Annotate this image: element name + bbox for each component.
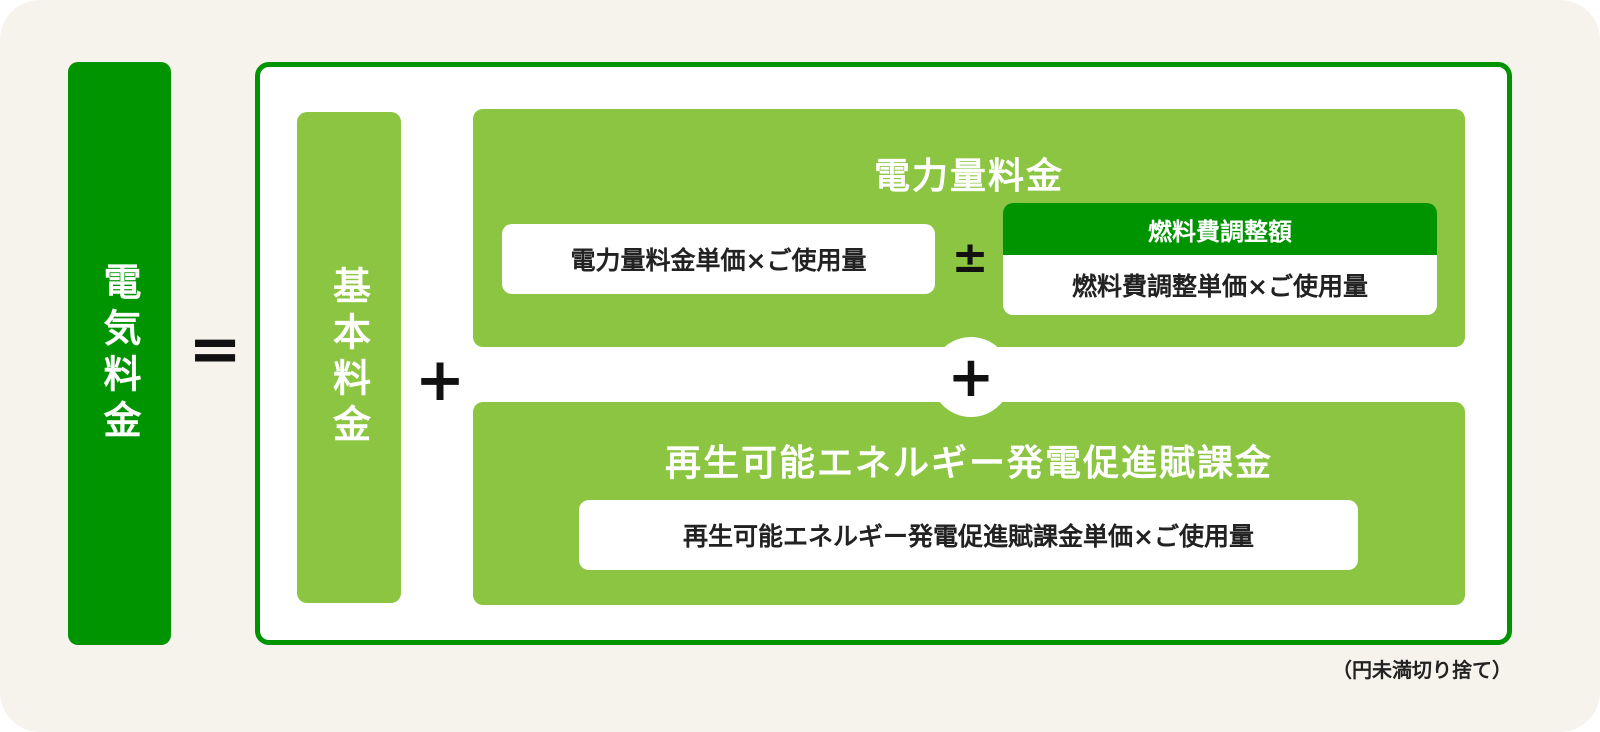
energy-charge-title: 電力量料金	[873, 156, 1064, 197]
energy-formula-box: 電力量料金単価×ご使用量	[502, 224, 935, 294]
equals-sign: =	[188, 313, 242, 387]
renewable-formula-box: 再生可能エネルギー発電促進賦課金単価×ご使用量	[579, 500, 1358, 570]
plus-circle	[931, 337, 1011, 417]
rounding-note: （円未満切り捨て）	[1332, 658, 1512, 682]
basic-charge-label: 基本料金	[326, 265, 371, 450]
plus-sign-basic: +	[414, 345, 466, 415]
fuel-adjustment-formula: 燃料費調整単価×ご使用量	[1072, 272, 1368, 301]
total-charge-label: 電気料金	[97, 261, 141, 446]
renewable-charge-title: 再生可能エネルギー発電促進賦課金	[664, 443, 1273, 484]
plus-sign-renewable: +	[947, 344, 995, 410]
fuel-adjustment-title: 燃料費調整額	[1003, 203, 1437, 255]
total-charge-box: 電気料金	[68, 62, 171, 645]
plus-minus-sign: ±	[951, 231, 989, 283]
basic-charge-box: 基本料金	[297, 112, 401, 603]
fuel-adjustment-box: 燃料費調整額 燃料費調整単価×ご使用量	[1003, 203, 1437, 315]
